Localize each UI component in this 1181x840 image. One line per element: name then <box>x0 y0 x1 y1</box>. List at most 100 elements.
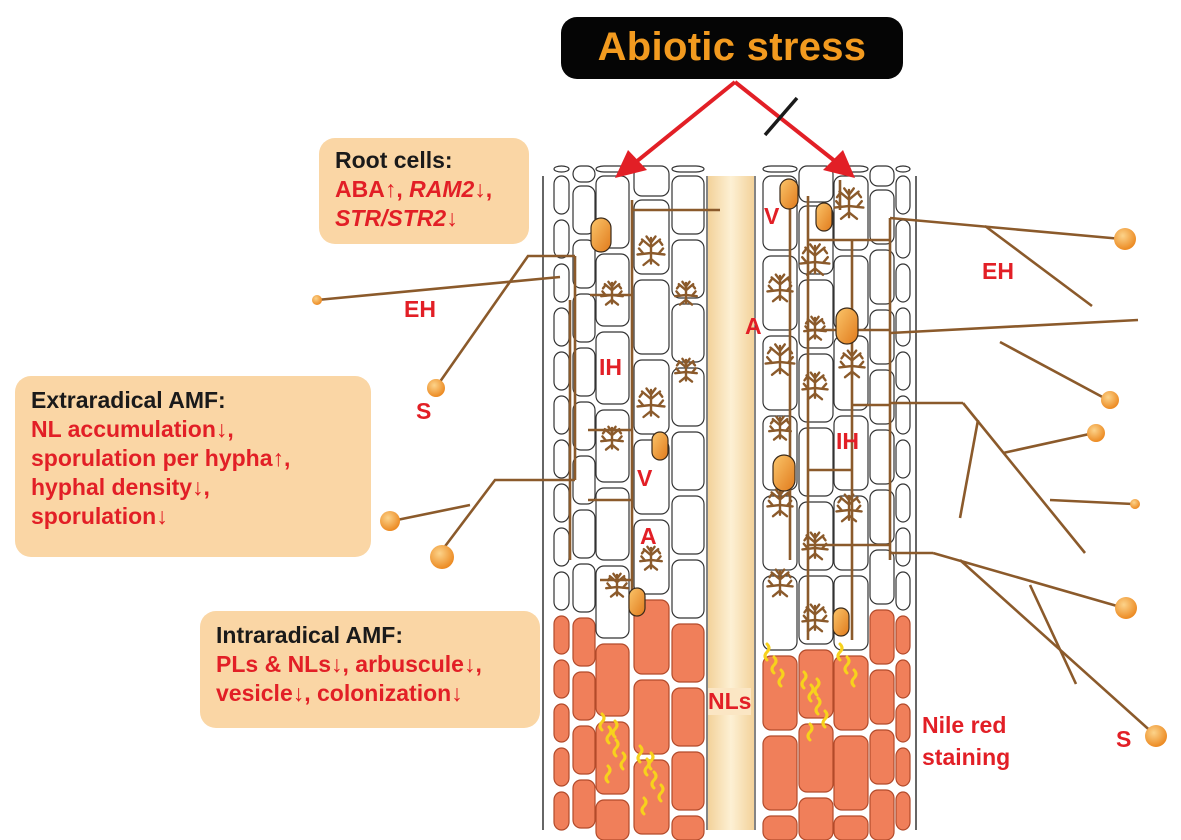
root-cell <box>869 165 895 187</box>
lipid-droplet <box>843 655 851 675</box>
spores-left <box>312 295 454 569</box>
vesicle <box>628 587 646 617</box>
root-cell <box>572 185 596 235</box>
root-cell <box>572 239 596 289</box>
abiotic-stress-banner: Abiotic stress <box>561 17 903 79</box>
root-cell <box>553 527 570 567</box>
root-cells <box>553 165 911 840</box>
root-cell <box>671 495 705 555</box>
stained-cell <box>762 735 798 811</box>
root-cell <box>553 307 570 347</box>
intraradical-hyphae <box>568 180 892 640</box>
stained-cell <box>762 655 798 731</box>
root-cell <box>869 249 895 305</box>
stained-cell <box>633 759 670 835</box>
root-cell <box>671 367 705 427</box>
arbuscule <box>766 568 794 598</box>
root-cell <box>671 431 705 491</box>
label-nile-red: Nile red <box>922 712 1007 738</box>
root-cell <box>553 571 570 611</box>
vesicle <box>832 607 850 637</box>
arbuscule <box>801 371 829 401</box>
arbuscule <box>674 357 698 383</box>
intraradical-heading: Intraradical AMF: <box>216 622 404 648</box>
lipid-droplet <box>611 719 619 739</box>
vesicle <box>590 217 612 253</box>
root-cell <box>553 165 570 173</box>
arbuscule <box>801 603 829 633</box>
extraradical-line: sporulation per hypha↑, <box>31 445 291 471</box>
lipid-droplet <box>813 677 821 697</box>
vesicle <box>815 202 833 232</box>
stained-cell <box>671 687 705 747</box>
stained-cell <box>633 599 670 675</box>
lipid-droplet <box>605 725 613 745</box>
extraradical-heading: Extraradical AMF: <box>31 387 226 413</box>
arbuscule <box>636 235 666 267</box>
stained-cell <box>869 789 895 840</box>
root-cell <box>572 563 596 613</box>
lipid-droplets <box>598 642 858 816</box>
lipid-droplet <box>807 683 815 703</box>
extraradical-hyphae-right <box>889 216 1156 736</box>
root-cell <box>553 263 570 303</box>
root-cell <box>595 331 630 405</box>
stained-cell <box>553 615 570 655</box>
root-cell <box>671 559 705 619</box>
stained-cell <box>572 779 596 829</box>
root-cell <box>572 293 596 343</box>
stained-cell <box>595 799 630 840</box>
stained-cell <box>553 659 570 699</box>
root-cell <box>895 483 911 523</box>
spore <box>430 545 454 569</box>
spores-right <box>1087 228 1167 747</box>
spore <box>312 295 322 305</box>
vesicle <box>651 431 669 461</box>
stained-cell <box>895 747 911 787</box>
root-cell <box>895 351 911 391</box>
spore <box>1114 228 1136 250</box>
root-cell <box>895 165 911 173</box>
root-cell <box>671 175 705 235</box>
extraradical-amf-box: Extraradical AMF: NL accumulation↓, spor… <box>15 376 371 557</box>
stained-cell <box>553 791 570 831</box>
lipid-droplet <box>806 722 814 742</box>
label-eh-right: EH <box>982 258 1014 284</box>
root-cell <box>671 165 705 173</box>
stained-cell <box>833 815 869 840</box>
extraradical-hyphae-left <box>316 254 575 554</box>
arrow-to-amf <box>733 80 838 164</box>
root-cell <box>869 189 895 245</box>
stained-cell <box>633 679 670 755</box>
stained-cell <box>798 797 834 840</box>
root-cell <box>895 307 911 347</box>
extraradical-line: hyphal density↓, <box>31 474 210 500</box>
root-cell <box>671 303 705 363</box>
lipid-droplet <box>836 642 844 662</box>
root-cell <box>595 487 630 561</box>
root-cell <box>572 509 596 559</box>
arbuscule <box>636 387 666 419</box>
root-cell <box>572 165 596 183</box>
root-cell <box>633 165 670 197</box>
label-ih-right: IH <box>836 428 859 454</box>
arbuscule <box>605 572 629 598</box>
spore <box>380 511 400 531</box>
label-ih-left: IH <box>599 354 622 380</box>
label-v-left: V <box>637 465 653 491</box>
root-cell <box>895 395 911 435</box>
stained-cell <box>572 725 596 775</box>
inhibition-bar-icon <box>763 96 799 137</box>
root-structure <box>542 176 917 830</box>
label-s-right: S <box>1116 726 1132 752</box>
label-s-left: S <box>416 398 432 424</box>
abiotic-stress-title: Abiotic stress <box>597 25 867 69</box>
root-cell <box>633 279 670 355</box>
root-cell <box>895 439 911 479</box>
stained-cell <box>595 721 630 795</box>
arbuscule <box>801 531 829 561</box>
root-cell <box>762 165 798 173</box>
root-cell <box>895 219 911 259</box>
root-cell <box>869 309 895 365</box>
lipid-droplet <box>657 783 665 803</box>
